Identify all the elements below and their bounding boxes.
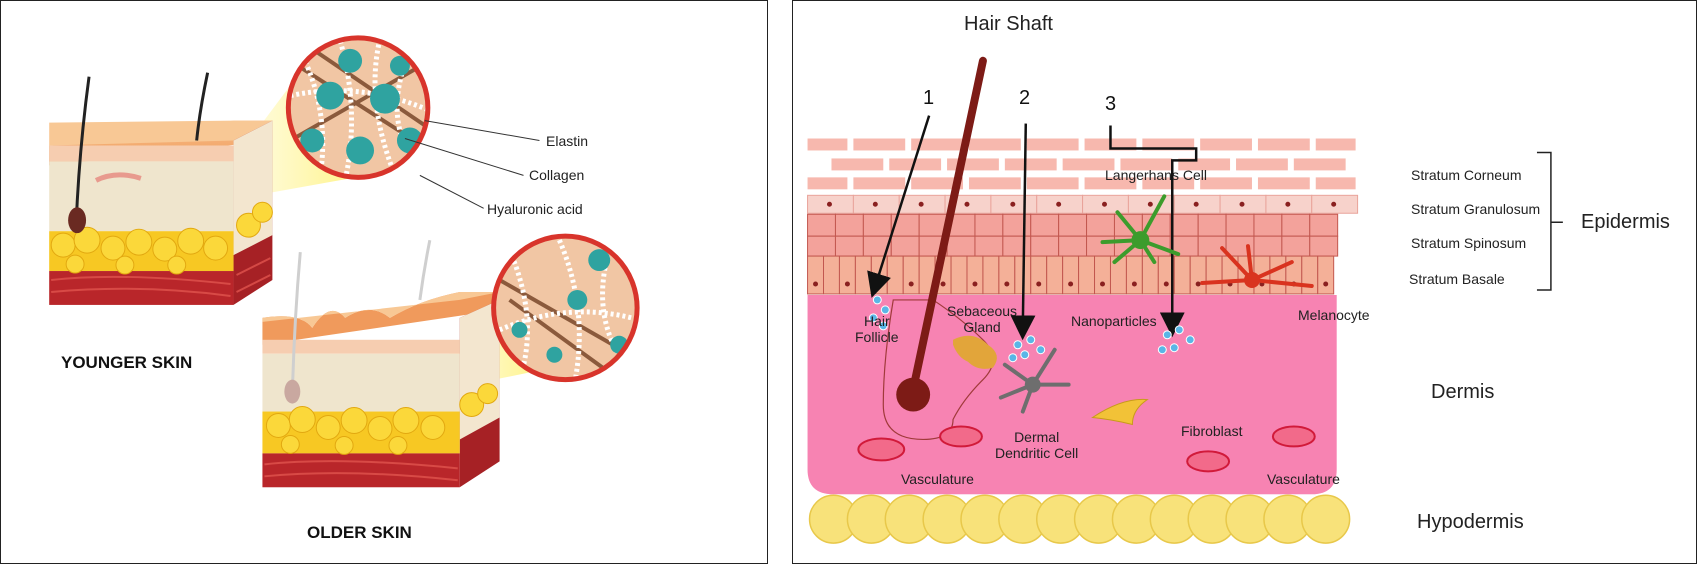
hair-bulb <box>896 377 931 412</box>
magnifier-young <box>285 35 431 180</box>
skin-penetration-diagram: Hair Shaft 1 2 3 Langerhans Cell Stratum… <box>792 0 1697 564</box>
hair-follicle-label-line1: Hair <box>863 313 890 329</box>
sebaceous-gland-label-line2: Gland <box>963 319 1001 335</box>
fibroblast-label: Fibroblast <box>1181 423 1243 439</box>
older-skin-caption: OLDER SKIN <box>307 523 412 542</box>
stratum-corneum-label: Stratum Corneum <box>1411 167 1522 183</box>
stratum-basale-label: Stratum Basale <box>1409 271 1505 287</box>
fibroblast-shape <box>1091 398 1149 426</box>
older-skin-block <box>262 239 500 488</box>
langerhans-cell-label: Langerhans Cell <box>1105 167 1207 183</box>
hair-follicle-label-line2: Follicle <box>855 329 899 345</box>
pathway-3-label: 3 <box>1105 93 1117 115</box>
vasculature-left-label: Vasculature <box>901 471 974 487</box>
vasculature-vessels <box>857 425 1316 473</box>
magnifier-old <box>491 233 640 383</box>
hair-follicle-outline <box>882 299 994 441</box>
collagen-label: Collagen <box>529 167 585 183</box>
hypodermis-label: Hypodermis <box>1417 511 1524 533</box>
sebaceous-gland-label-line1: Sebaceous <box>947 303 1018 319</box>
hyaluronic-acid-label: Hyaluronic acid <box>487 201 583 217</box>
stratum-granulosum-label: Stratum Granulosum <box>1411 201 1541 217</box>
stratum-corneum <box>807 138 1356 190</box>
melanocyte-label: Melanocyte <box>1298 307 1370 323</box>
pathway-1-arrow <box>867 115 931 298</box>
sebaceous-gland <box>953 335 997 369</box>
dermis-label: Dermis <box>1431 381 1495 403</box>
skin-aging-drawing <box>49 35 640 488</box>
pathway-2-arrow <box>1010 123 1036 341</box>
pathway-2-label: 2 <box>1019 87 1031 109</box>
vasculature-right-label: Vasculature <box>1267 471 1340 487</box>
stratum-spinosum-label: Stratum Spinosum <box>1411 235 1527 251</box>
younger-skin-caption: YOUNGER SKIN <box>61 353 193 372</box>
pathway-3-arrow <box>1109 125 1198 338</box>
sebaceous-gland-label: Sebaceous Gland <box>947 303 1017 335</box>
pathway-1-label: 1 <box>923 87 935 109</box>
dermis-region <box>807 294 1337 495</box>
epidermis-bracket <box>1536 151 1563 291</box>
dermal-dendritic-cell-label: Dermal Dendritic Cell <box>995 429 1078 461</box>
hair-shaft <box>911 56 987 384</box>
skin-aging-illustration: Elastin Collagen Hyaluronic acid YOUNGER… <box>0 0 768 564</box>
hair-follicle-label: Hair Follicle <box>855 313 899 345</box>
epidermis-label: Epidermis <box>1581 211 1670 233</box>
hypodermis-fat <box>808 494 1351 544</box>
nanoparticles-label: Nanoparticles <box>1071 313 1157 329</box>
dermal-dendritic-cell-label-line2: Dendritic Cell <box>995 445 1079 461</box>
stratum-granulosum <box>807 194 1359 214</box>
younger-skin-block <box>49 72 273 305</box>
elastin-label: Elastin <box>546 133 589 149</box>
hair-shaft-label: Hair Shaft <box>964 13 1053 35</box>
nanoparticle-dots <box>868 295 1195 363</box>
skin-layers-drawing <box>807 56 1563 544</box>
dermal-dendritic-cell-label-line1: Dermal <box>1014 429 1060 445</box>
